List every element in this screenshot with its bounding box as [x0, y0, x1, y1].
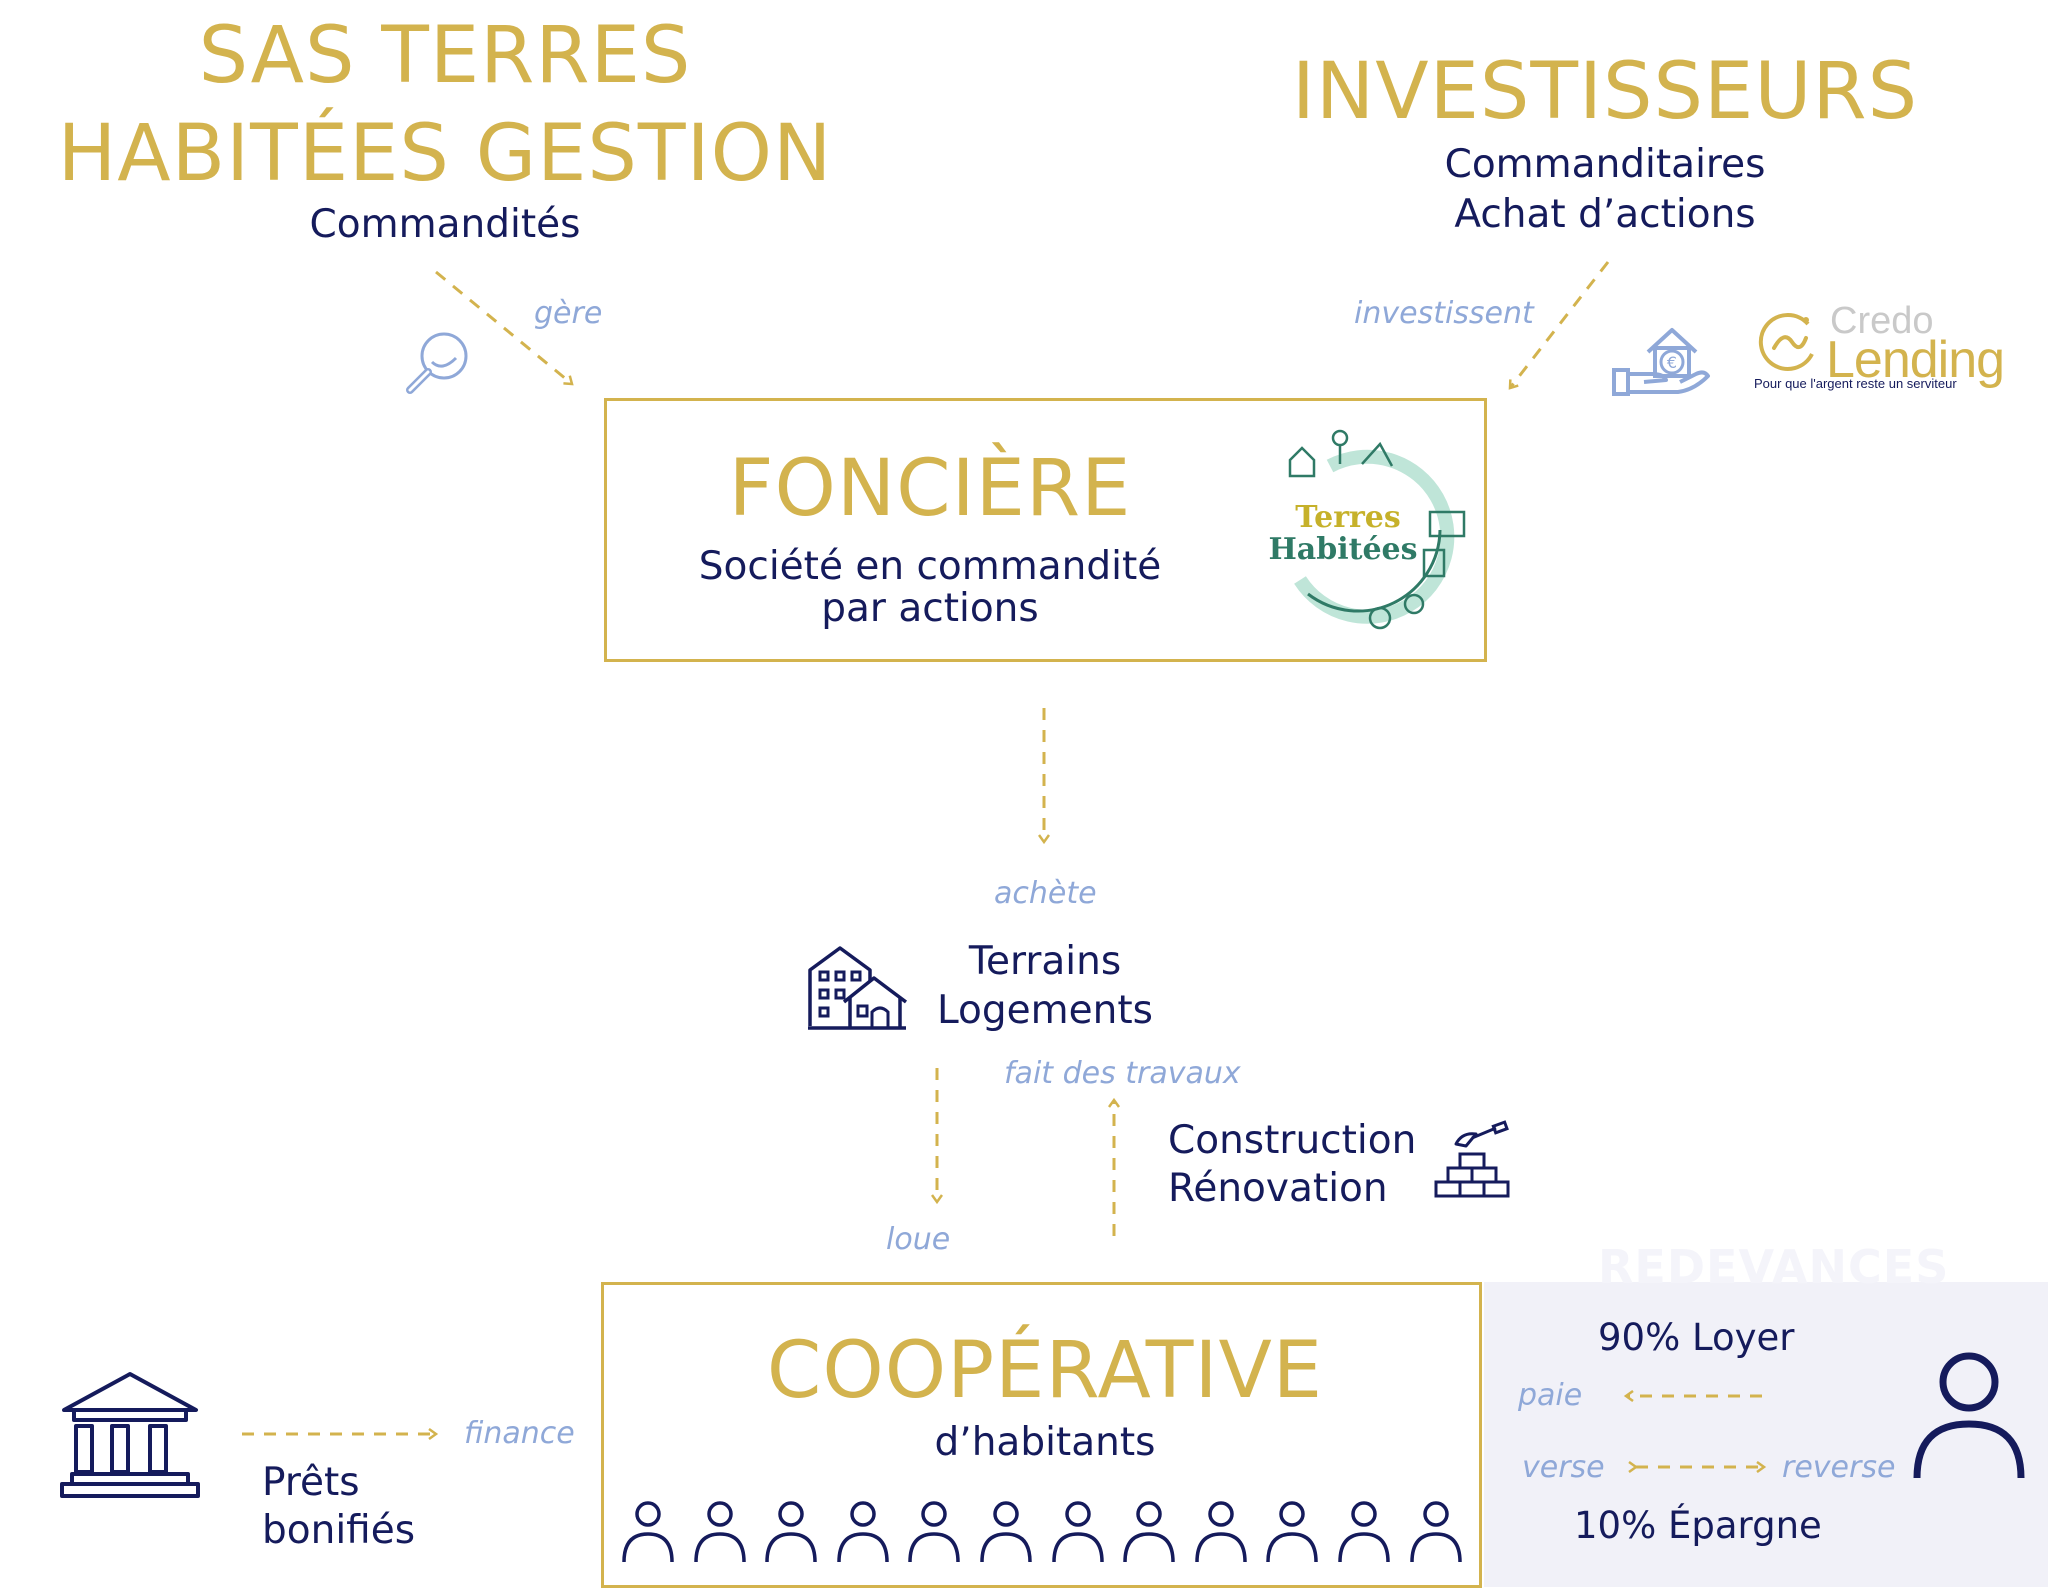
fonciere-line1: Société en commandité: [698, 544, 1162, 589]
member-person-icon: [622, 1501, 674, 1563]
search-icon: [406, 332, 468, 394]
investisseurs-title: INVESTISSEURS: [1291, 47, 1919, 137]
member-person-icon: [837, 1501, 889, 1563]
cooperative-title: COOPÉRATIVE: [766, 1326, 1324, 1416]
verb-achete: achète: [994, 876, 1097, 911]
bricks-trowel-icon: [1434, 1120, 1510, 1198]
member-person-icon: [908, 1501, 961, 1563]
gestion-title: SAS TERRES HABITÉES GESTION: [57, 11, 833, 199]
redevances-panel: [1484, 1282, 2048, 1587]
prets-line2: bonifiés: [262, 1508, 416, 1553]
lending-text: Lending: [1826, 331, 2005, 389]
cooperative-subtitle: d’habitants: [934, 1420, 1156, 1465]
terrains-line2: Logements: [937, 988, 1153, 1033]
cooperative-members: [620, 1500, 1470, 1564]
terres-habitees-globe: [1288, 429, 1466, 630]
credo-lending-mark: [1758, 312, 1814, 371]
member-person-icon: [980, 1501, 1032, 1563]
svg-text:€: €: [1667, 353, 1677, 372]
redevances-title: REDEVANCES: [1598, 1240, 1950, 1294]
verb-reverse: reverse: [1782, 1450, 1896, 1485]
arrow-gere: [435, 270, 572, 384]
cooperative-box: [601, 1282, 1482, 1588]
verb-loue: loue: [886, 1222, 951, 1257]
verb-verse: verse: [1522, 1450, 1605, 1485]
member-person-icon: [1051, 1501, 1104, 1563]
hand-house-euro-icon: €: [1612, 328, 1710, 396]
credo-text: Credo: [1830, 300, 1934, 342]
credo-lending-logo: Credo Lending Pour que l'argent reste un…: [1752, 300, 2012, 398]
person-icon: [1913, 1352, 2025, 1479]
construction-line1: Construction: [1168, 1118, 1417, 1163]
terres-habitees-logo: Terres Habitées: [1240, 420, 1480, 640]
fonciere-title: FONCIÈRE: [728, 444, 1132, 534]
fonciere-line2: par actions: [821, 586, 1039, 631]
bank-icon: [60, 1372, 200, 1498]
member-person-icon: [1123, 1501, 1175, 1563]
member-person-icon: [765, 1501, 817, 1563]
investisseurs-line1: Commanditaires: [1444, 142, 1766, 187]
terres-habitees-line1: Terres: [1295, 500, 1401, 535]
gestion-subtitle: Commandités: [309, 202, 581, 247]
member-person-icon: [1266, 1501, 1319, 1563]
terrains-line1: Terrains: [968, 939, 1122, 984]
investisseurs-line2: Achat d’actions: [1454, 192, 1756, 237]
redevances-loyer: 90% Loyer: [1598, 1316, 1795, 1359]
credo-tagline: Pour que l'argent reste un serviteur: [1754, 376, 1957, 391]
construction-line2: Rénovation: [1168, 1166, 1388, 1211]
verb-finance: finance: [464, 1416, 575, 1451]
member-person-icon: [1195, 1501, 1247, 1563]
member-person-icon: [1409, 1501, 1462, 1563]
member-person-icon: [693, 1501, 746, 1563]
verb-gere: gère: [534, 296, 603, 331]
buildings-icon: [808, 946, 908, 1030]
arrow-investissent: [1510, 261, 1610, 388]
verb-fait-travaux: fait des travaux: [1004, 1056, 1241, 1091]
verb-paie: paie: [1518, 1378, 1583, 1413]
prets-line1: Prêts: [262, 1460, 360, 1505]
member-person-icon: [1338, 1501, 1390, 1563]
redevances-epargne: 10% Épargne: [1574, 1504, 1822, 1547]
terres-habitees-line2: Habitées: [1268, 532, 1418, 567]
verb-investissent: investissent: [1354, 296, 1534, 331]
